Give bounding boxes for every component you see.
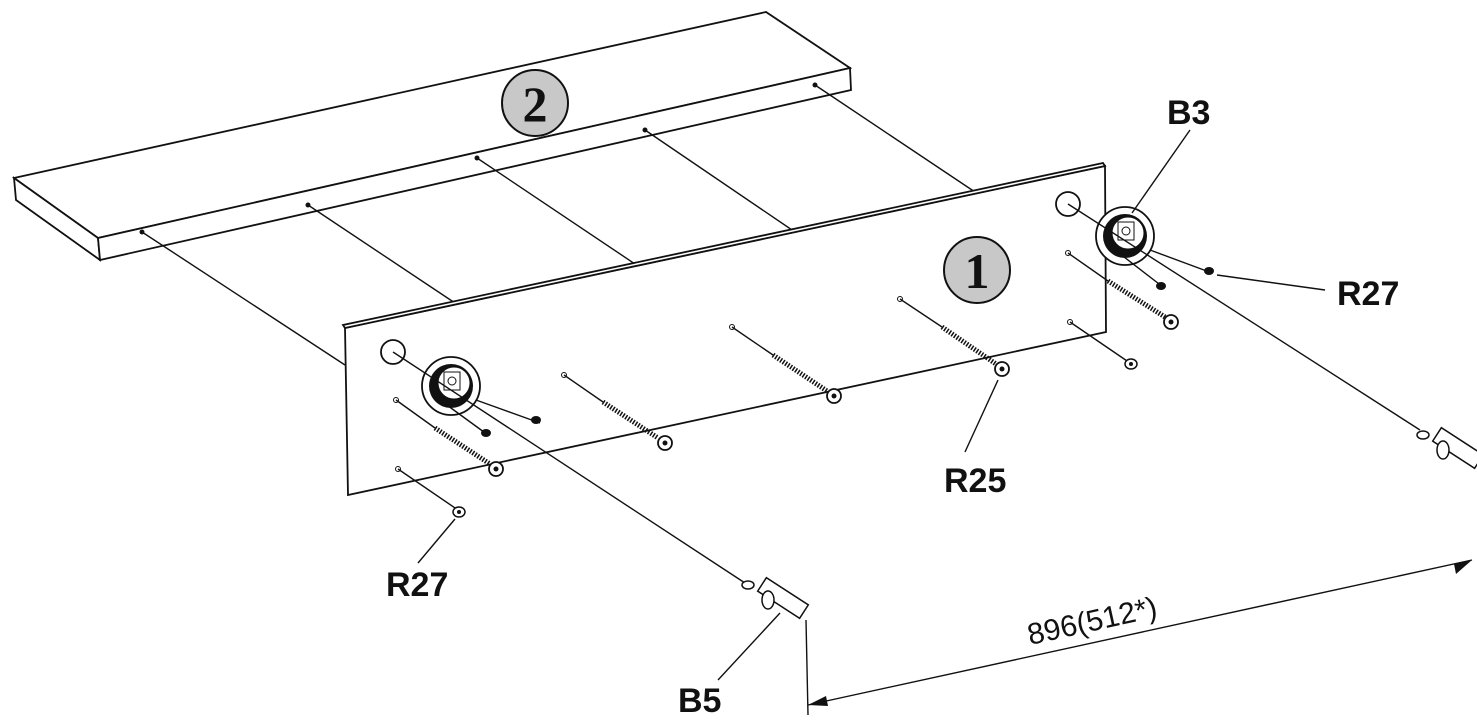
label-b3: B3 bbox=[1167, 94, 1210, 132]
cam-lock-right bbox=[1095, 206, 1155, 266]
panel-marker-2: 2 bbox=[501, 69, 569, 137]
long-screw bbox=[899, 298, 1010, 377]
long-screw bbox=[395, 399, 504, 477]
long-screws bbox=[395, 252, 1179, 477]
leader-lines bbox=[417, 129, 1326, 681]
cam-lock-left bbox=[421, 356, 481, 416]
long-screw bbox=[563, 374, 673, 451]
wall-plugs bbox=[392, 203, 1477, 620]
label-b5: B5 bbox=[678, 682, 721, 720]
label-r25: R25 bbox=[944, 462, 1006, 500]
panel-marker-1: 1 bbox=[943, 236, 1011, 304]
top-panel bbox=[11, 11, 853, 262]
dimension-line bbox=[805, 559, 1473, 716]
panel-marker-2-text: 2 bbox=[523, 76, 548, 132]
label-r27-right: R27 bbox=[1337, 275, 1399, 313]
label-r27-left: R27 bbox=[386, 566, 448, 604]
short-screws bbox=[397, 249, 1214, 518]
long-screw bbox=[731, 326, 842, 404]
alignment-lines bbox=[141, 84, 976, 366]
long-screw bbox=[1067, 252, 1179, 330]
panel-marker-1-text: 1 bbox=[965, 243, 990, 299]
